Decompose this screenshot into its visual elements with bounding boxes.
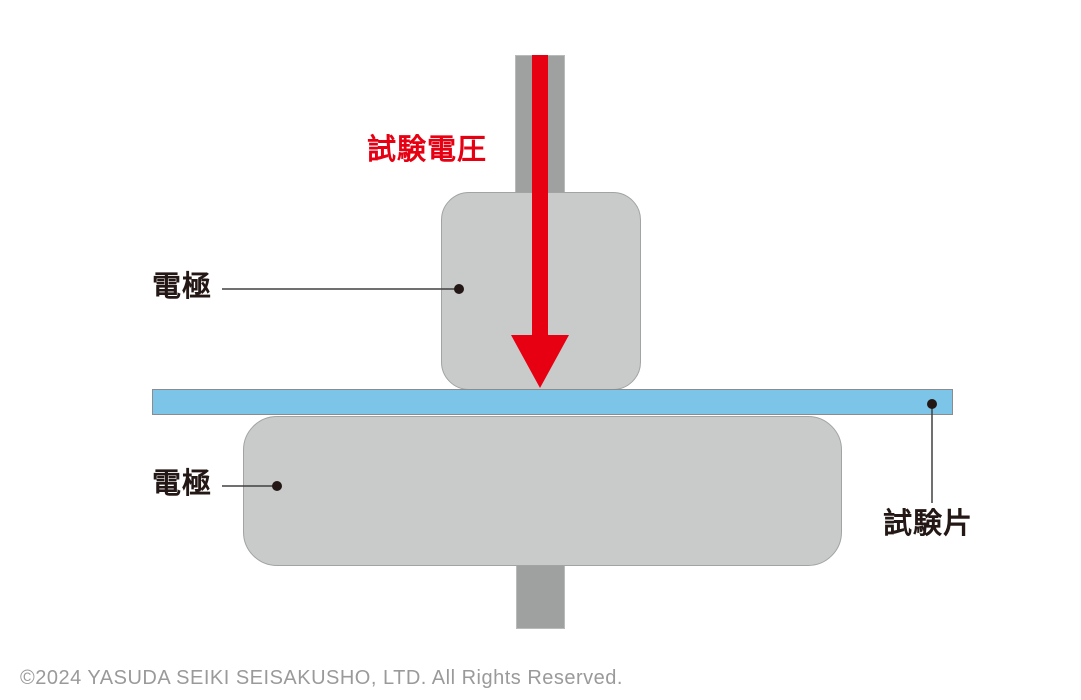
electrode-lower-label: 電極: [152, 468, 213, 500]
test-piece-bar: [152, 389, 953, 415]
test-voltage-label: 試験電圧: [367, 134, 488, 166]
test-piece-label: 試験片: [883, 508, 974, 540]
voltage-arrow-shaft-icon: [532, 55, 548, 345]
electrode-upper-label: 電極: [152, 271, 213, 303]
lower-electrode-rod: [516, 564, 565, 629]
copyright-text: ©2024 YASUDA SEIKI SEISAKUSHO, LTD. All …: [20, 667, 623, 689]
lower-electrode-block: [243, 416, 842, 566]
voltage-arrow-head-icon: [511, 335, 569, 388]
